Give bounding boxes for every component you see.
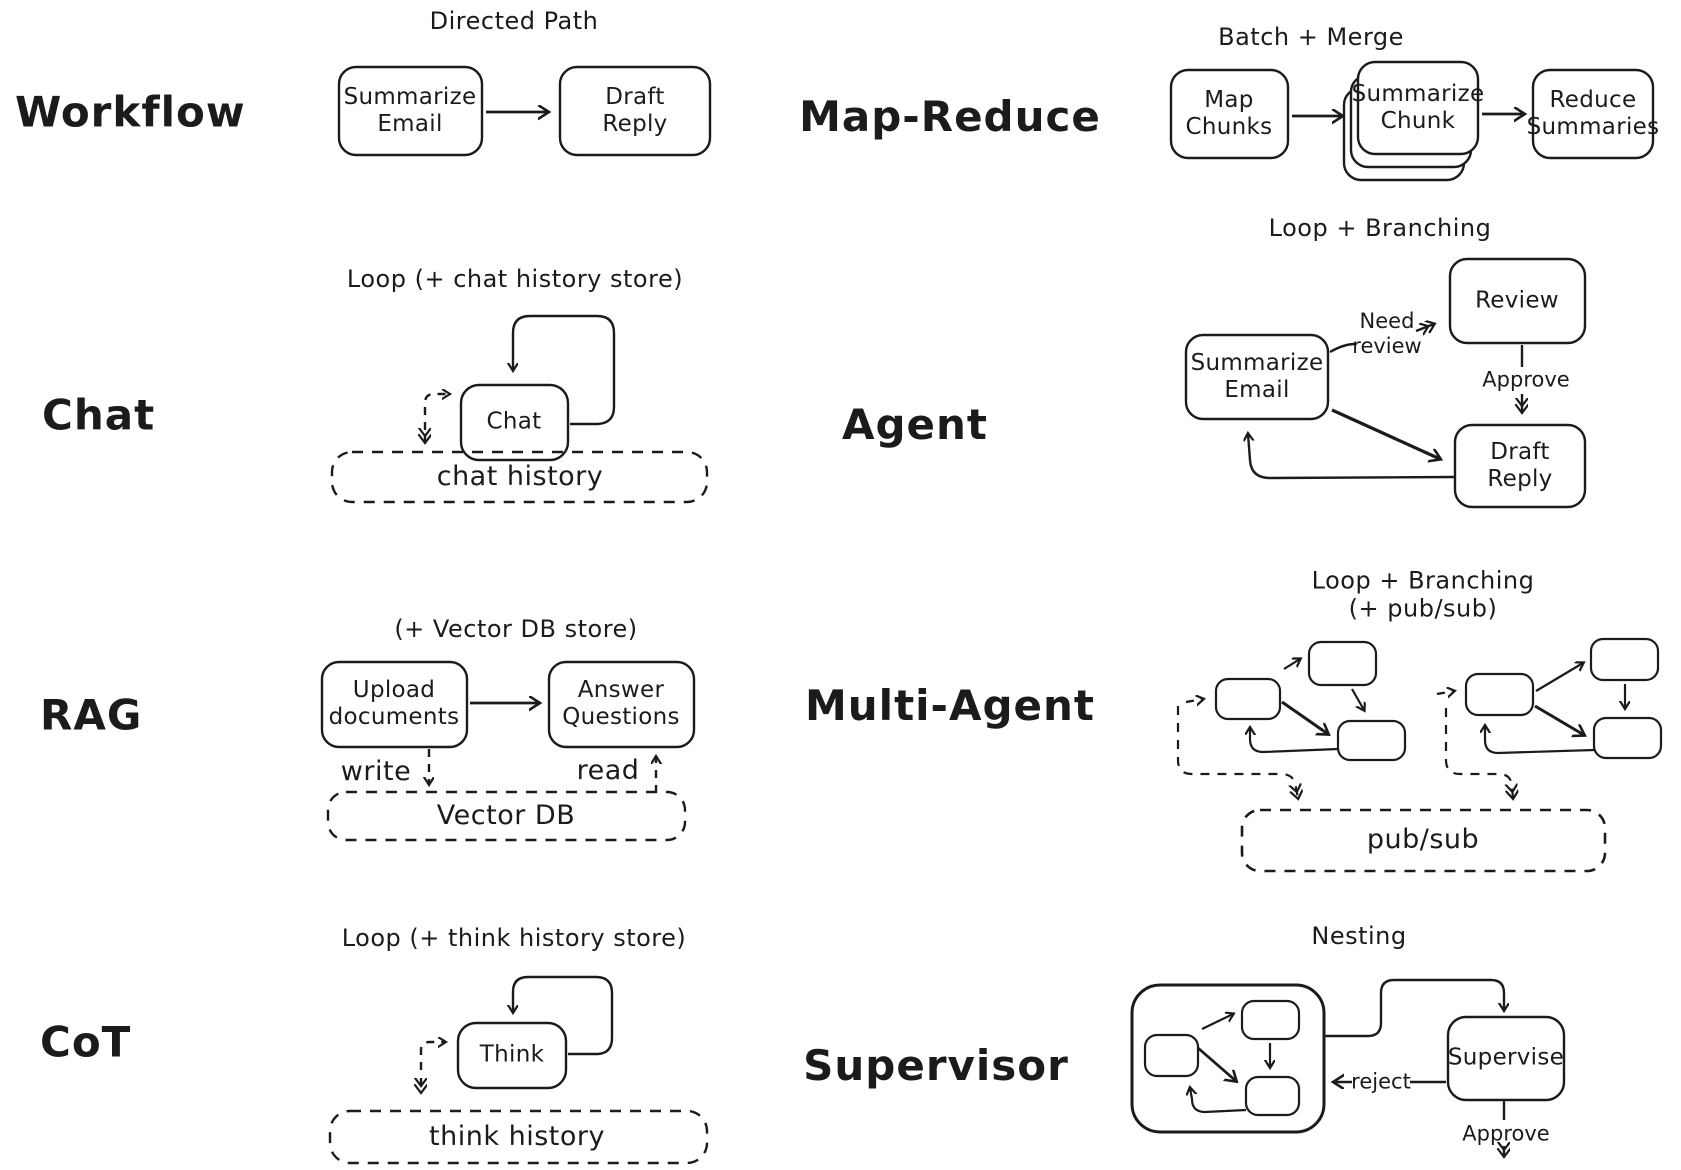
map-chunks-text: Map Chunks — [1185, 86, 1273, 140]
think-text: Think — [479, 1041, 545, 1068]
workflow-label: Workflow — [15, 87, 246, 137]
approve-text: Approve — [1482, 367, 1570, 392]
container-to-supervise-edge — [1324, 978, 1504, 1038]
ma2-top-node — [1589, 637, 1660, 682]
chat-diagram — [330, 314, 709, 504]
write-text: write — [340, 756, 412, 788]
multi-agent-title: Loop + Branching (+ pub/sub) — [1311, 566, 1535, 623]
supervisor-title: Nesting — [1311, 921, 1407, 950]
ma1-top-node — [1307, 640, 1378, 687]
supervisor-diagram — [1130, 978, 1566, 1156]
sup-left-node — [1143, 1033, 1200, 1078]
supervisor-label: Supervisor — [803, 1041, 1069, 1091]
need-review-tick — [1329, 342, 1356, 354]
ma1-left-node — [1214, 677, 1282, 721]
cot-store-in-edge — [419, 1042, 445, 1070]
agent-summarize-email-node — [1184, 333, 1330, 421]
ma1-bottom-node — [1336, 719, 1407, 762]
ma1-top-bottom-arrow — [1351, 688, 1364, 710]
agent-title: Loop + Branching — [1268, 213, 1492, 242]
map-reduce-diagram — [1169, 60, 1655, 182]
ma1-pubsub-edge — [1176, 706, 1298, 798]
summarize-email-text: Summarize Email — [343, 83, 477, 137]
rag-label: RAG — [40, 690, 143, 740]
read-text: read — [576, 755, 640, 787]
agent-summarize-email-text: Summarize Email — [1190, 349, 1324, 403]
summarize-email-node — [337, 65, 484, 157]
ma2-loop-edge — [1485, 726, 1595, 755]
chat-node-text: Chat — [486, 408, 542, 435]
pub-sub-store — [1240, 808, 1607, 873]
summarize-chunk-node — [1356, 60, 1480, 156]
sup-top-node — [1240, 999, 1301, 1041]
vector-db-text: Vector DB — [436, 800, 576, 832]
need-review-text: Need review — [1352, 309, 1422, 358]
chat-loop-edge — [513, 314, 616, 426]
review-node — [1448, 257, 1587, 345]
agent-draft-reply-node — [1453, 423, 1587, 509]
ma2-bottom-node — [1592, 716, 1663, 760]
multi-agent-label: Multi-Agent — [804, 681, 1096, 731]
supervise-text: Supervise — [1447, 1044, 1565, 1071]
workflow-title: Directed Path — [429, 6, 599, 35]
ma2-left-node — [1464, 672, 1535, 717]
supervisor-approve-text: Approve — [1462, 1121, 1550, 1146]
pub-sub-text: pub/sub — [1366, 824, 1480, 856]
think-node — [456, 1021, 568, 1090]
draft-reply-node — [558, 65, 712, 157]
cot-title: Loop (+ think history store) — [341, 923, 687, 952]
upload-documents-node — [320, 660, 469, 749]
chat-history-store — [330, 450, 709, 504]
draft-to-summarize-loop — [1248, 434, 1456, 480]
answer-questions-node — [547, 660, 696, 749]
chat-title: Loop (+ chat history store) — [346, 264, 684, 293]
think-history-text: think history — [429, 1121, 605, 1153]
sup-bottom-node — [1244, 1075, 1301, 1117]
ma1-loop-edge — [1250, 728, 1339, 754]
ma1-left-bottom-arrow — [1281, 700, 1328, 734]
think-history-store — [328, 1109, 709, 1165]
ma1-left-top-arrow — [1283, 659, 1300, 670]
reduce-summaries-node — [1531, 68, 1655, 160]
review-text: Review — [1475, 287, 1559, 314]
rag-diagram — [320, 660, 696, 842]
answer-questions-text: Answer Questions — [562, 676, 680, 730]
rag-title: (+ Vector DB store) — [394, 614, 638, 643]
upload-documents-text: Upload documents — [328, 676, 460, 730]
summarize-to-draft-arrow — [1331, 408, 1440, 459]
summarize-chunk-text: Summarize Chunk — [1351, 80, 1485, 134]
ma1-in-edge — [1185, 699, 1203, 702]
chat-history-text: chat history — [436, 461, 604, 493]
map-chunks-node — [1169, 68, 1290, 160]
agent-label: Agent — [841, 400, 989, 450]
chat-store-in-edge — [423, 394, 449, 430]
map-reduce-title: Batch + Merge — [1218, 22, 1404, 51]
ma2-left-top-arrow — [1535, 663, 1583, 692]
draft-reply-text: Draft Reply — [602, 83, 668, 137]
supervise-node — [1446, 1015, 1566, 1102]
need-review-arrow — [1415, 324, 1434, 331]
multi-agent-diagram — [1176, 637, 1663, 873]
chat-node — [459, 383, 570, 462]
cot-loop-edge — [513, 975, 614, 1056]
agent-diagram — [1184, 257, 1587, 509]
chat-label: Chat — [42, 390, 156, 440]
cot-diagram — [328, 975, 709, 1165]
sup-left-top-arrow — [1201, 1014, 1233, 1030]
reduce-summaries-text: Reduce Summaries — [1526, 86, 1660, 140]
sup-loop-edge — [1190, 1088, 1247, 1114]
ma2-in-edge — [1436, 691, 1454, 694]
cot-label: CoT — [40, 1017, 132, 1067]
map-reduce-label: Map-Reduce — [799, 92, 1101, 142]
vector-db-store — [326, 790, 687, 842]
ma2-left-bottom-arrow — [1534, 704, 1584, 735]
sup-left-bottom-arrow — [1197, 1046, 1236, 1081]
agent-draft-reply-text: Draft Reply — [1487, 438, 1553, 492]
reject-text: reject — [1351, 1069, 1411, 1094]
ma2-pubsub-edge — [1444, 708, 1513, 798]
workflow-diagram — [337, 65, 712, 157]
